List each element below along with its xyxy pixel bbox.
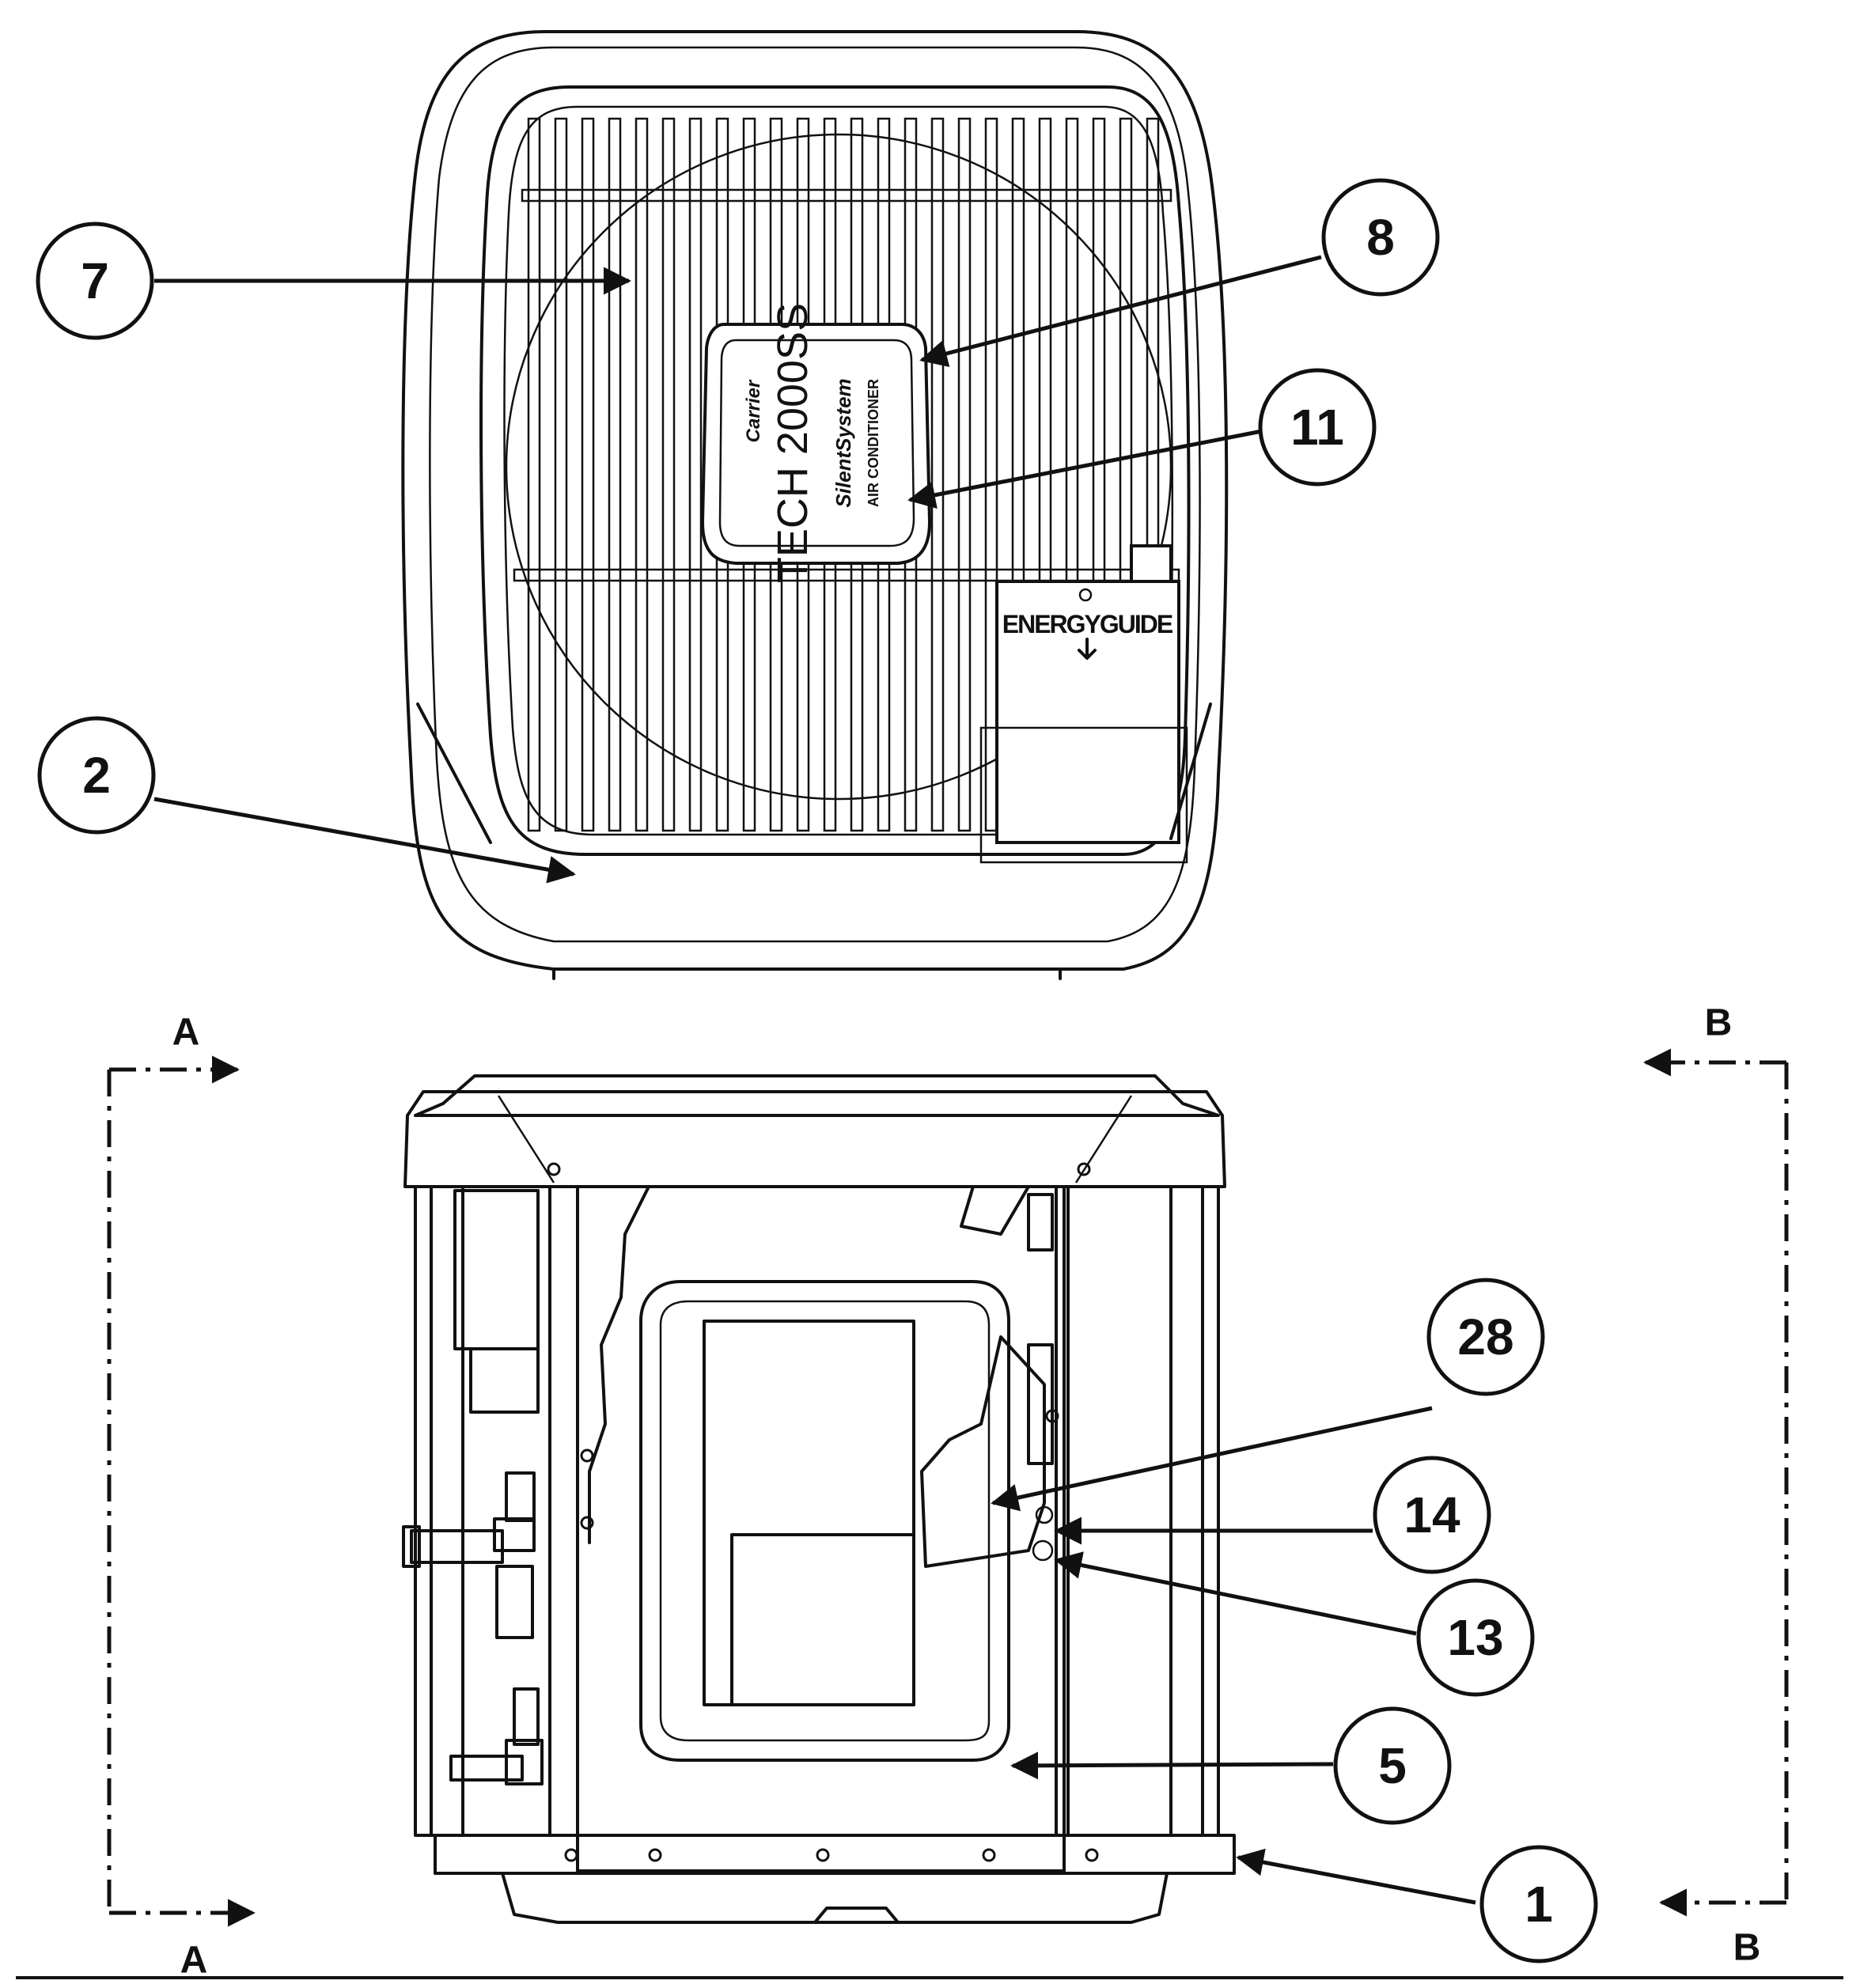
section-b-top-label: B	[1705, 1002, 1733, 1044]
corner-post-left	[548, 1185, 579, 1837]
access-panel	[576, 1185, 1066, 1873]
right-strap	[1169, 702, 1212, 840]
screw	[564, 1848, 578, 1862]
leader-1	[1236, 1848, 1476, 1905]
grille-bar	[608, 117, 622, 832]
energyguide-tag: ENERGYGUIDE	[979, 544, 1188, 864]
callout-2: 2	[37, 716, 156, 835]
callout-5: 5	[1333, 1706, 1452, 1825]
compressor-window	[639, 1280, 1010, 1762]
svg-text:7: 7	[81, 252, 109, 309]
fitting-14	[1035, 1505, 1054, 1524]
top-view: Carrier TECH 2000SS SilentSystem AIR CON…	[401, 30, 1229, 980]
leader-11	[907, 429, 1263, 509]
screw	[816, 1848, 830, 1862]
leader-13	[1054, 1551, 1417, 1636]
grille-bar	[930, 117, 945, 832]
right-coil	[1169, 1185, 1220, 1837]
leader-2	[153, 797, 576, 884]
logo-subline: AIR CONDITIONER	[866, 379, 881, 507]
svg-text:13: 13	[1447, 1609, 1503, 1666]
top-cover-inner-edge	[429, 46, 1201, 943]
svg-text:14: 14	[1404, 1486, 1460, 1543]
fitting-13	[1032, 1539, 1054, 1562]
panel-screws	[547, 1162, 1099, 1862]
leader-lines	[153, 255, 1476, 1905]
service-valves	[402, 1471, 544, 1785]
corner-post-right	[1055, 1185, 1070, 1837]
logo-brand: Carrier	[743, 379, 764, 442]
grille-bar	[581, 117, 595, 832]
callout-7: 7	[36, 222, 154, 340]
svg-text:28: 28	[1457, 1308, 1513, 1365]
grille-frame	[479, 85, 1191, 856]
svg-text:2: 2	[82, 747, 111, 804]
section-line-a: A A	[107, 1012, 256, 1982]
leader-28	[991, 1406, 1433, 1512]
callout-1: 1	[1479, 1845, 1598, 1963]
base-legs	[501, 1872, 1169, 1924]
energyguide-label: ENERGYGUIDE	[1002, 610, 1173, 638]
grille-bar	[984, 117, 998, 832]
screw	[648, 1848, 662, 1862]
callout-11: 11	[1258, 368, 1377, 487]
compressor-label-upper	[703, 1320, 915, 1706]
control-box	[453, 1189, 540, 1350]
screw	[547, 1162, 561, 1176]
section-a-top-label: A	[172, 1012, 200, 1054]
logo-line: SilentSystem	[832, 378, 855, 507]
section-line-b: B B	[1643, 1002, 1789, 1969]
top-feet	[552, 967, 1062, 980]
front-view	[402, 1074, 1236, 1924]
leader-8	[919, 255, 1322, 367]
section-a-bottom-label: A	[180, 1940, 208, 1982]
grille-ring-bottom	[513, 568, 1180, 582]
panel-cutaway-edge	[588, 1185, 650, 1544]
svg-text:1: 1	[1525, 1876, 1553, 1933]
screw	[580, 1448, 594, 1463]
svg-text:11: 11	[1290, 399, 1344, 456]
grille-bar	[957, 117, 972, 832]
svg-text:8: 8	[1366, 209, 1395, 266]
screw	[1045, 1409, 1059, 1423]
screw	[1085, 1848, 1099, 1862]
grille-bar	[688, 117, 703, 832]
callout-28: 28	[1426, 1278, 1545, 1396]
grille-bar	[527, 117, 541, 832]
logo-model: TECH 2000SS	[769, 303, 816, 583]
contactor	[469, 1347, 540, 1414]
leader-5	[1010, 1751, 1334, 1780]
section-b-bottom-label: B	[1733, 1927, 1761, 1969]
compressor-label-lower	[730, 1533, 915, 1706]
left-strap	[416, 702, 492, 844]
callout-8: 8	[1321, 178, 1440, 297]
fan-shroud-circle	[505, 133, 1172, 801]
screw	[982, 1848, 996, 1862]
grille-bar	[554, 117, 568, 832]
grille-bar	[661, 117, 676, 832]
top-cap	[403, 1090, 1226, 1188]
svg-text:5: 5	[1378, 1737, 1407, 1794]
grille-bar	[635, 117, 649, 832]
grille-frame-inner	[503, 105, 1174, 836]
callout-14: 14	[1373, 1456, 1491, 1574]
screw	[1077, 1162, 1091, 1176]
callout-13: 13	[1416, 1578, 1535, 1697]
top-cap-upper	[414, 1074, 1220, 1117]
logo-plate: Carrier TECH 2000SS SilentSystem AIR CON…	[700, 303, 932, 583]
screw	[580, 1516, 594, 1530]
grille-ring-top	[521, 188, 1172, 203]
cutaway-28	[920, 1335, 1046, 1568]
base-pan	[434, 1834, 1236, 1875]
